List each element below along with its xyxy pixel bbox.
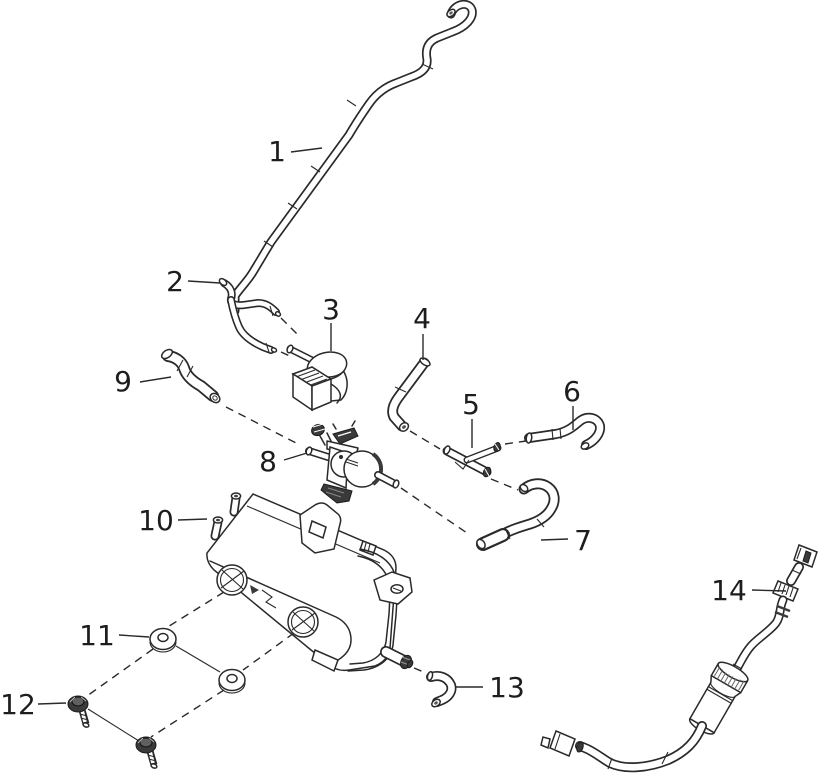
callout-7: 7 [574,524,592,557]
callout-5: 5 [462,388,480,421]
part-3-vent-valve [286,344,348,412]
part-5-tee-connector [442,442,502,478]
part-7-hook-hose [476,478,560,551]
callout-2: 2 [166,265,184,298]
callout-8: 8 [259,445,277,478]
part-11-washers [149,627,246,694]
callout-labels: 1 2 3 4 5 6 7 8 9 10 11 12 13 14 [0,135,747,721]
callout-1: 1 [268,135,286,168]
part-8-purge-valve [305,420,400,504]
part-9-elbow-hose [160,348,221,404]
callout-10: 10 [138,504,174,537]
callout-11: 11 [79,619,115,652]
callout-3: 3 [322,293,340,326]
callout-4: 4 [413,302,431,335]
callout-14: 14 [711,574,747,607]
part-14-filter-line [540,544,818,773]
assembly-dashed-lines [86,317,527,738]
callout-6: 6 [563,375,581,408]
callout-12: 12 [0,688,36,721]
part-6-s-hose [524,412,606,450]
leader-lines [37,147,787,705]
callout-9: 9 [114,365,132,398]
callout-13: 13 [489,671,525,704]
part-13-elbow-hose [426,670,457,708]
part-12-bolts [67,695,158,769]
part-1-vent-tube [230,0,477,316]
part-2-branch-hose [218,277,282,354]
part-10-canister-assembly [206,492,414,673]
part-4-elbow-hose [387,357,431,432]
